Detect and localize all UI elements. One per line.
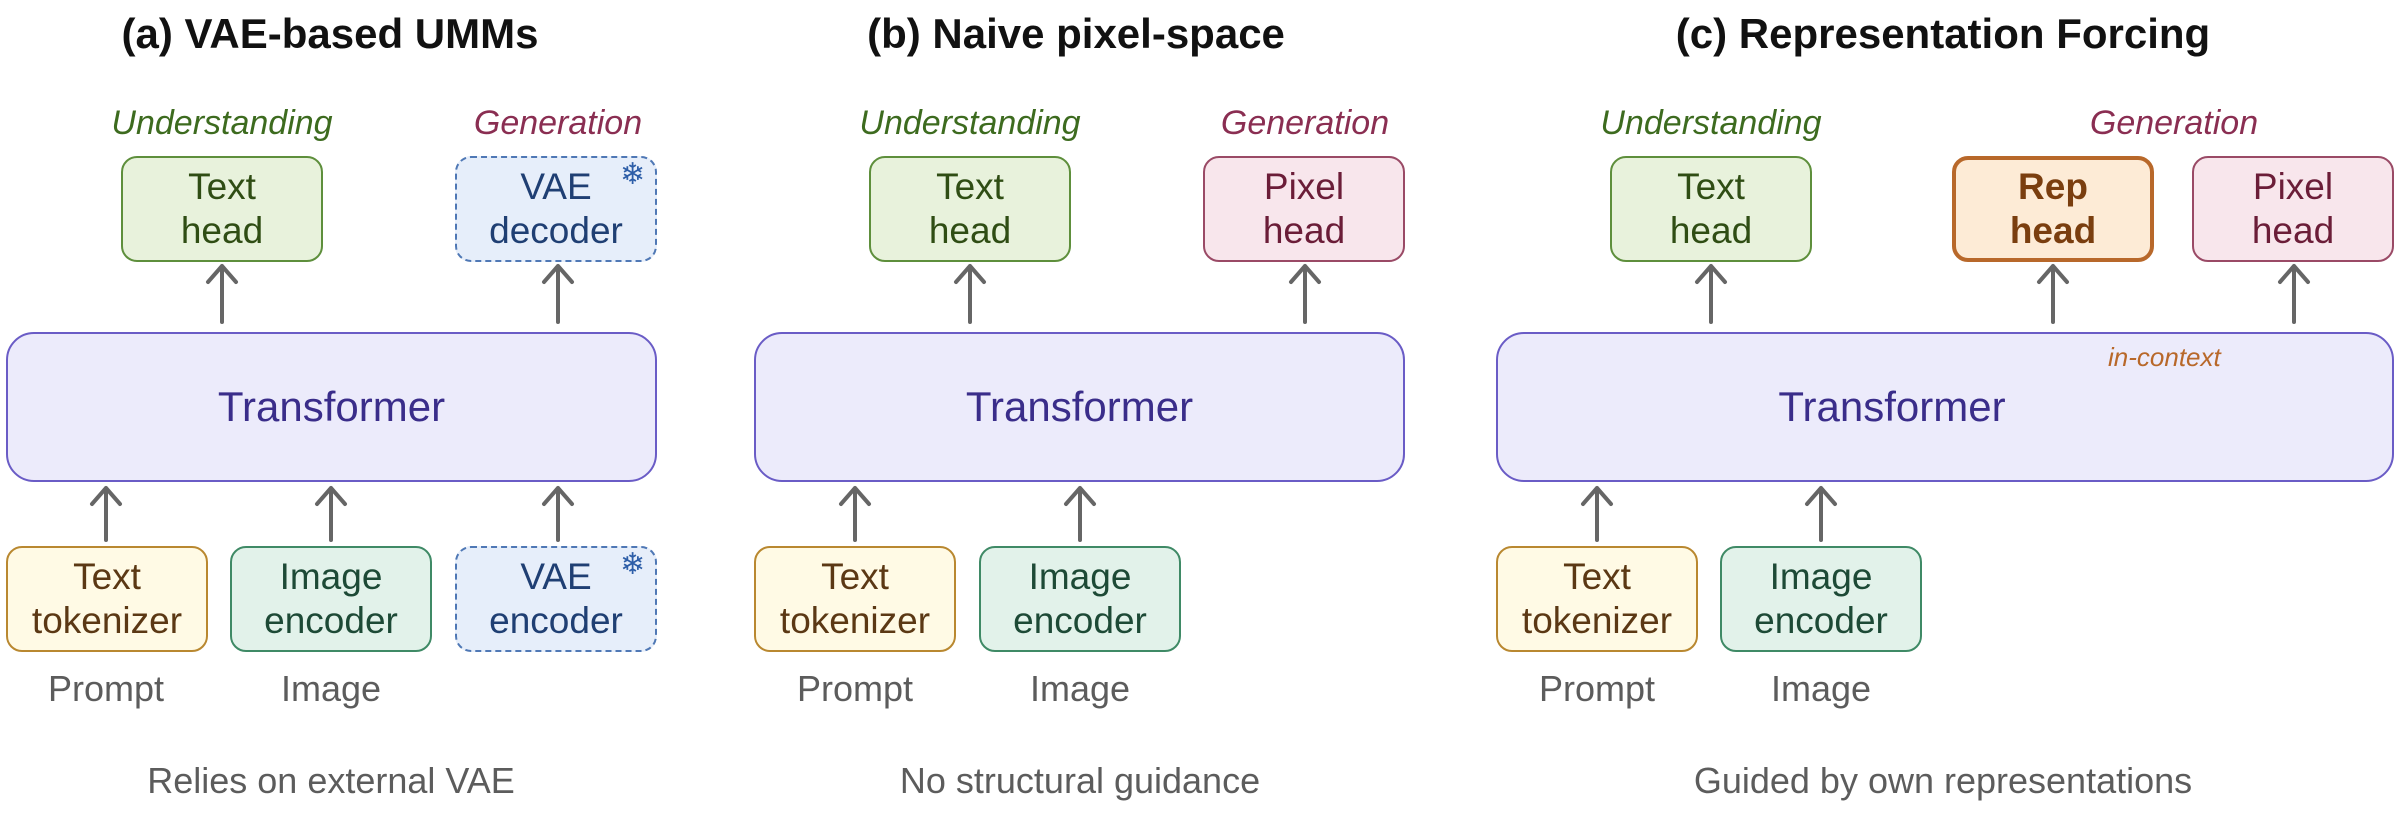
panel-c-image-label: Image — [1770, 668, 1872, 709]
panel-a-understanding-label: Understanding — [111, 104, 333, 142]
panel-b-title: (b) Naive pixel-space — [867, 10, 1285, 57]
text-tokenizer-line2: tokenizer — [31, 600, 183, 641]
panel-a-generation-label: Generation — [473, 104, 643, 142]
panel-c-text-head: Text head — [1610, 156, 1812, 262]
rep-head-line2: head — [2009, 210, 2097, 251]
panel-b-understanding-label: Understanding — [859, 104, 1081, 142]
panel-b-prompt-label: Prompt — [796, 668, 914, 709]
text-head-line1: Text — [936, 166, 1004, 207]
panel-a-vae-decoder: VAE decoder — [455, 156, 657, 262]
snowflake-icon: ❄ — [620, 548, 646, 581]
panel-c-rep-head: Rep head — [1952, 156, 2154, 262]
image-encoder-line1: Image — [1769, 556, 1873, 597]
arrow-a-in-vae — [542, 486, 574, 542]
text-head-line2: head — [1669, 210, 1753, 251]
panel-c-transformer: Transformer — [1496, 332, 2394, 482]
panel-c-image-encoder: Image encoder — [1720, 546, 1922, 652]
in-context-label: in-context — [2108, 342, 2221, 372]
panel-c-generation-label: Generation — [2089, 104, 2259, 142]
pixel-head-line2: head — [1262, 210, 1346, 251]
vae-decoder-line2: decoder — [489, 210, 623, 251]
arrow-c-up-text — [1695, 264, 1727, 324]
arrow-c-up-pixel — [2278, 264, 2310, 324]
text-tokenizer-line2: tokenizer — [1521, 600, 1673, 641]
text-tokenizer-line1: Text — [821, 556, 889, 597]
image-encoder-line1: Image — [279, 556, 383, 597]
text-head-line2: head — [928, 210, 1012, 251]
panel-a-image-label: Image — [280, 668, 382, 709]
text-head-line1: Text — [1677, 166, 1745, 207]
panel-c-title: (c) Representation Forcing — [1675, 10, 2211, 57]
panel-b-arrows — [839, 264, 1321, 542]
image-encoder-line2: encoder — [1013, 600, 1147, 641]
pixel-head-line1: Pixel — [2252, 166, 2334, 207]
panel-b-pixel-head: Pixel head — [1203, 156, 1405, 262]
arrow-c-up-rep — [2037, 264, 2069, 324]
panel-a-image-encoder: Image encoder — [230, 546, 432, 652]
vae-decoder-line1: VAE — [520, 166, 592, 207]
text-head-line1: Text — [188, 166, 256, 207]
vae-encoder-line1: VAE — [520, 556, 592, 597]
panel-b-transformer: Transformer — [754, 332, 1405, 482]
arrow-a-in-image — [315, 486, 347, 542]
panel-c-understanding-label: Understanding — [1600, 104, 1822, 142]
text-tokenizer-line1: Text — [1563, 556, 1631, 597]
arrow-b-in-text — [839, 486, 871, 542]
panel-a-transformer: Transformer — [6, 332, 657, 482]
panel-c-text-tokenizer: Text tokenizer — [1496, 546, 1698, 652]
panel-a-text-tokenizer: Text tokenizer — [6, 546, 208, 652]
panel-a-arrows — [90, 264, 574, 542]
panel-a-title: (a) VAE-based UMMs — [121, 10, 539, 57]
panel-c-prompt-label: Prompt — [1538, 668, 1656, 709]
arrow-b-up-pixel — [1289, 264, 1321, 324]
panel-b-caption: No structural guidance — [899, 760, 1261, 801]
text-tokenizer-line2: tokenizer — [779, 600, 931, 641]
arrow-a-up-vae — [542, 264, 574, 324]
arrow-c-in-image — [1805, 486, 1837, 542]
panel-b-generation-label: Generation — [1220, 104, 1390, 142]
image-encoder-line2: encoder — [264, 600, 398, 641]
pixel-head-line2: head — [2251, 210, 2335, 251]
text-tokenizer-line1: Text — [73, 556, 141, 597]
panel-a-caption: Relies on external VAE — [147, 760, 515, 801]
panel-a-prompt-label: Prompt — [47, 668, 165, 709]
panel-a-vae-encoder: VAE encoder — [455, 546, 657, 652]
arrow-c-in-text — [1581, 486, 1613, 542]
panel-c-arrows — [1581, 264, 2310, 542]
text-head-line2: head — [180, 210, 264, 251]
arrow-b-up-text — [954, 264, 986, 324]
panel-b-text-tokenizer: Text tokenizer — [754, 546, 956, 652]
panel-b-image-label: Image — [1029, 668, 1131, 709]
panel-c-pixel-head: Pixel head — [2192, 156, 2394, 262]
panel-b-text-head: Text head — [869, 156, 1071, 262]
arrow-a-up-text — [206, 264, 238, 324]
arrow-a-in-text — [90, 486, 122, 542]
panel-b-image-encoder: Image encoder — [979, 546, 1181, 652]
vae-encoder-line2: encoder — [489, 600, 623, 641]
panel-c-caption: Guided by own representations — [1693, 760, 2193, 801]
rep-head-line1: Rep — [2018, 166, 2088, 207]
image-encoder-line2: encoder — [1754, 600, 1888, 641]
transformer-label: Transformer — [1778, 383, 2006, 430]
image-encoder-line1: Image — [1028, 556, 1132, 597]
panel-a-text-head: Text head — [121, 156, 323, 262]
snowflake-icon: ❄ — [620, 158, 646, 191]
arrow-b-in-image — [1064, 486, 1096, 542]
pixel-head-line1: Pixel — [1263, 166, 1345, 207]
